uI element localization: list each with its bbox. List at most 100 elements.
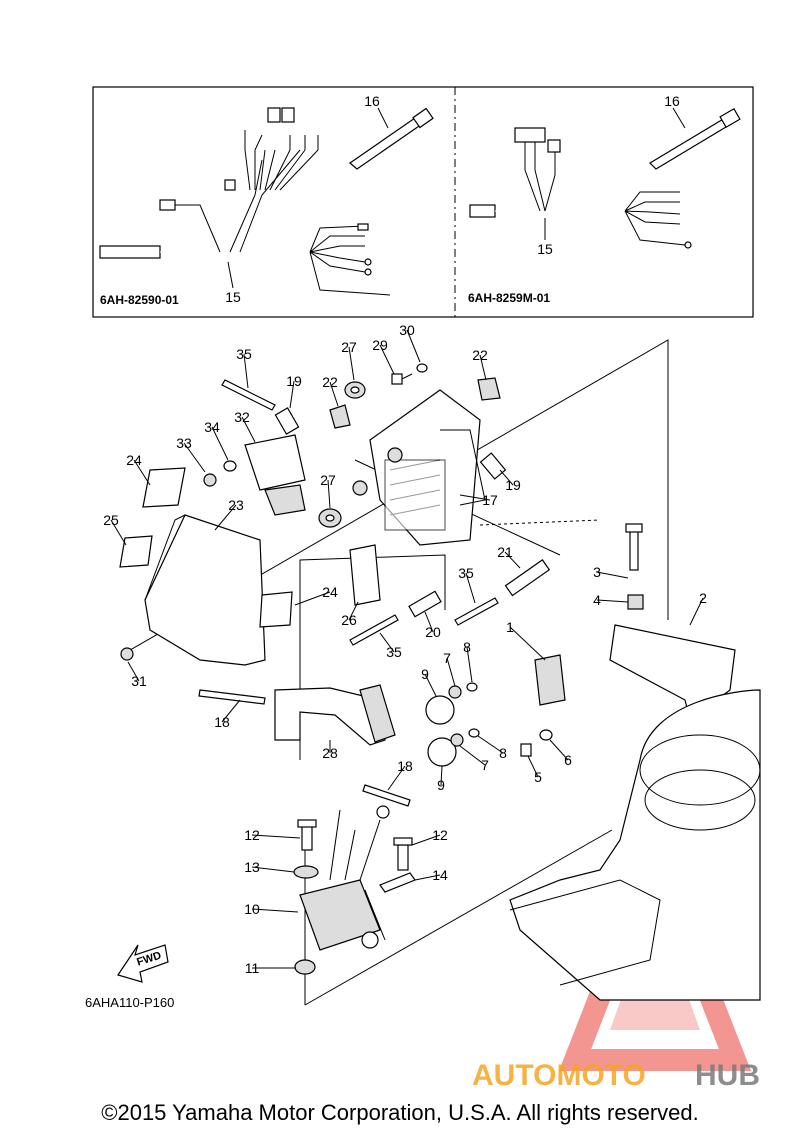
- collar: [293, 865, 319, 879]
- leader-line: [251, 908, 299, 913]
- callout-label: 35: [458, 565, 474, 581]
- leader-line: [406, 329, 421, 363]
- caution-label: [119, 535, 153, 568]
- callout-label: 34: [204, 419, 220, 435]
- leader-line: [459, 745, 486, 766]
- callout-label: 23: [228, 497, 244, 513]
- callout-label: 32: [234, 409, 250, 425]
- inset-frame: [92, 86, 754, 318]
- callout-label: 16: [664, 93, 680, 109]
- washer: [223, 460, 237, 472]
- callout-label: 8: [499, 745, 507, 761]
- bolt: [391, 373, 413, 385]
- callout-label: 11: [245, 960, 260, 976]
- wire-harness-right: [469, 127, 692, 249]
- callout-label: 14: [432, 867, 448, 883]
- watermark-part2: HUB: [695, 1059, 760, 1092]
- copyright-notice: ©2015 Yamaha Motor Corporation, U.S.A. A…: [101, 1100, 699, 1125]
- part-number-left: 6AH-82590-01: [100, 293, 179, 307]
- leader-line: [379, 632, 395, 653]
- grommet: [344, 381, 366, 399]
- leader-line: [596, 571, 629, 579]
- washer: [466, 682, 478, 692]
- tie-wrap: [362, 784, 411, 807]
- callout-label: 12: [432, 827, 448, 843]
- leader-line: [466, 646, 473, 683]
- callout-label: 19: [505, 477, 521, 493]
- leader-line: [549, 739, 569, 761]
- figure-code: 6AHA110-P160: [85, 995, 174, 1010]
- leader-line: [211, 426, 229, 461]
- leader-line: [689, 597, 704, 626]
- callout-label: 15: [537, 241, 553, 257]
- callout-label: 7: [481, 757, 489, 773]
- grommet: [627, 594, 644, 610]
- callout-label: 6: [564, 752, 572, 768]
- callout-label: 9: [437, 777, 445, 793]
- callout-label: 31: [131, 673, 147, 689]
- callout-label: 33: [176, 435, 192, 451]
- leader-line: [499, 469, 514, 486]
- leader-line: [329, 381, 339, 407]
- forward-direction-arrow: FWD: [117, 944, 169, 983]
- callout-label: 19: [286, 373, 302, 389]
- leader-line: [424, 611, 434, 633]
- collar: [274, 407, 300, 435]
- callout-label: 16: [364, 93, 380, 109]
- bracket-holder: [349, 544, 381, 606]
- leader-line: [379, 344, 395, 375]
- mounting-bracket: [352, 389, 486, 546]
- callout-label: 24: [126, 452, 142, 468]
- leader-line: [294, 591, 331, 606]
- callout-label: 18: [397, 758, 413, 774]
- callout-label: 15: [225, 289, 241, 305]
- relay-holder: [244, 434, 306, 516]
- leader-line: [243, 353, 249, 389]
- bolt: [297, 819, 317, 851]
- leader-line: [459, 494, 491, 501]
- leader-line: [465, 572, 476, 604]
- callout-label: 22: [322, 374, 338, 390]
- callout-label: 1: [506, 619, 514, 635]
- callout-label: 8: [463, 639, 471, 655]
- tie-wrap-left: [349, 107, 434, 170]
- tie-wrap: [349, 614, 399, 646]
- bolt: [625, 523, 643, 571]
- collar: [408, 590, 442, 618]
- clamp: [329, 404, 351, 429]
- caution-label: [259, 591, 293, 628]
- callout-label: 29: [372, 337, 388, 353]
- callout-label: 12: [244, 827, 260, 843]
- callout-label: 35: [236, 346, 252, 362]
- callout-label: 2: [699, 590, 707, 606]
- nut: [448, 685, 462, 699]
- grommet: [318, 508, 342, 528]
- leader-line: [504, 551, 521, 569]
- leader-line: [251, 834, 301, 839]
- tie-wrap-right: [649, 107, 741, 170]
- leader-line: [596, 599, 629, 603]
- ground-plate: [379, 872, 416, 893]
- leader-line: [221, 699, 241, 723]
- leader-line: [440, 765, 443, 786]
- leader-line: [241, 416, 256, 443]
- callout-label: 3: [593, 564, 601, 580]
- callout-label: 26: [341, 612, 357, 628]
- leader-line: [348, 601, 359, 621]
- callout-label: 27: [320, 472, 336, 488]
- callout-label: 24: [322, 584, 338, 600]
- tie-wrap: [454, 597, 499, 626]
- caution-label: [142, 467, 186, 508]
- leader-line: [446, 657, 456, 687]
- callout-label: 30: [399, 322, 415, 338]
- leader-line: [127, 661, 140, 682]
- tie-wrap: [221, 379, 276, 411]
- bolt: [520, 743, 532, 757]
- callout-label: 5: [534, 769, 542, 785]
- leader-line: [110, 519, 127, 546]
- watermark-text: AUTOMOTO HUB: [472, 1059, 760, 1092]
- rectifier-regulator: [299, 805, 390, 951]
- bolt: [120, 647, 134, 661]
- washer: [416, 363, 428, 373]
